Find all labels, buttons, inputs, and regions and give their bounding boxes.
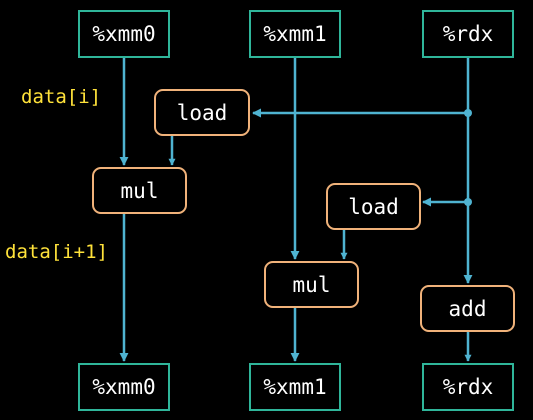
- register-xmm0-input: %xmm0: [78, 10, 170, 58]
- load-operation-2: load: [326, 183, 421, 230]
- register-xmm0-output: %xmm0: [78, 363, 170, 411]
- load-operation-1: load: [154, 89, 250, 136]
- junction-dot-upper: [464, 109, 472, 117]
- register-xmm1-input: %xmm1: [249, 10, 341, 58]
- annotation-data-i-plus-1: data[i+1]: [5, 241, 108, 263]
- register-rdx-output: %rdx: [422, 363, 514, 411]
- mul-operation-1: mul: [92, 167, 187, 214]
- add-operation: add: [420, 285, 515, 332]
- register-xmm1-output: %xmm1: [249, 363, 341, 411]
- register-rdx-input: %rdx: [422, 10, 514, 58]
- mul-operation-2: mul: [264, 261, 359, 308]
- junction-dot-lower: [464, 198, 472, 206]
- annotation-data-i: data[i]: [21, 86, 102, 108]
